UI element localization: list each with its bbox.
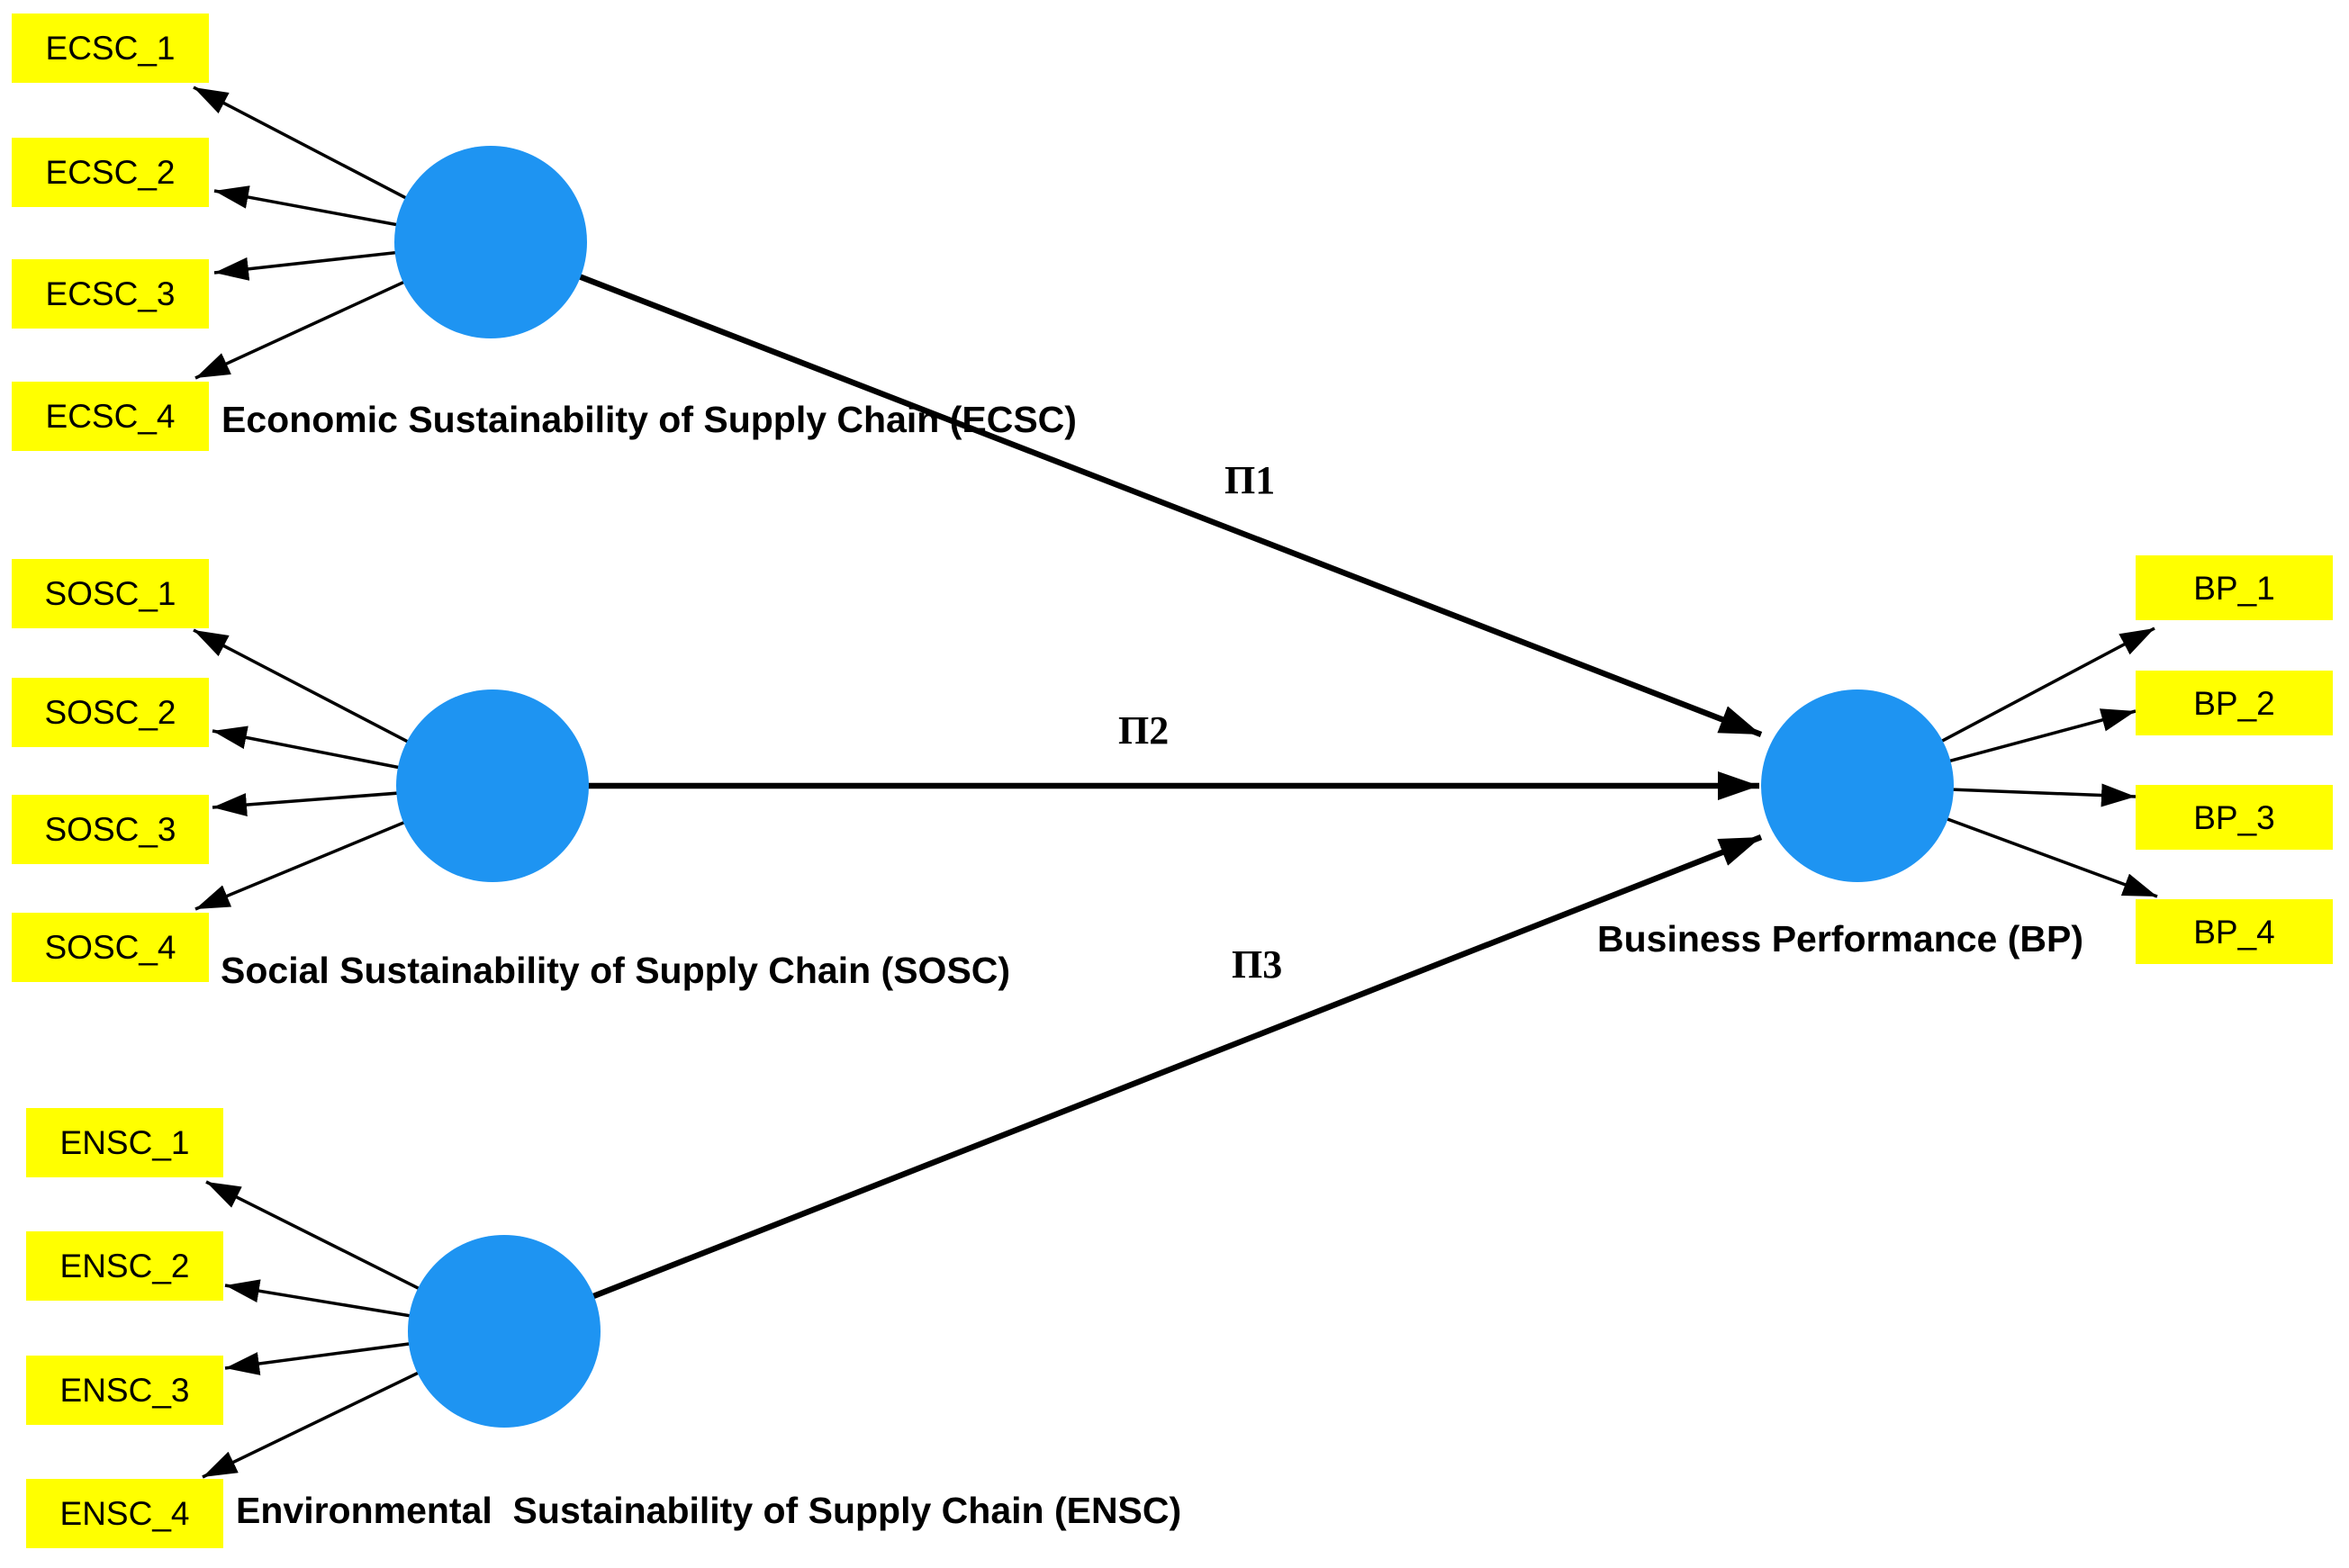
indicator-bp-4: BP_4 — [2136, 899, 2333, 964]
indicator-ensc-3: ENSC_3 — [26, 1356, 223, 1425]
indicator-sosc-3: SOSC_3 — [12, 795, 209, 864]
path-label-pi3: Π3 — [1232, 942, 1283, 987]
latent-sosc-circle — [396, 689, 589, 882]
construct-title-ensc: Environmental Sustainability of Supply C… — [236, 1490, 1182, 1531]
indicator-ecsc-2: ECSC_2 — [12, 138, 209, 207]
path-ecsc-to-bp — [489, 239, 1763, 738]
path-label-pi1: Π1 — [1224, 458, 1276, 502]
indicator-sosc-1: SOSC_1 — [12, 559, 209, 628]
indicator-ensc-4: ENSC_4 — [26, 1479, 223, 1548]
latent-ecsc-circle — [394, 146, 587, 338]
indicator-bp-1: BP_1 — [2136, 555, 2333, 620]
indicator-ecsc-3: ECSC_3 — [12, 259, 209, 329]
latent-ensc-circle — [408, 1235, 601, 1428]
indicator-ecsc-1: ECSC_1 — [12, 14, 209, 83]
indicator-ensc-1: ENSC_1 — [26, 1108, 223, 1177]
indicator-bp-2: BP_2 — [2136, 671, 2333, 735]
path-ensc-to-bp — [502, 834, 1763, 1335]
path-label-pi2: Π2 — [1118, 708, 1170, 752]
construct-title-bp: Business Performance (BP) — [1597, 918, 2084, 960]
indicator-sosc-2: SOSC_2 — [12, 678, 209, 747]
construct-title-ecsc: Economic Sustainability of Supply Chain … — [221, 399, 1077, 440]
indicator-sosc-4: SOSC_4 — [12, 913, 209, 982]
indicator-bp-3: BP_3 — [2136, 785, 2333, 850]
indicator-ensc-2: ENSC_2 — [26, 1231, 223, 1301]
construct-title-sosc: Social Sustainability of Supply Chain (S… — [221, 950, 1011, 991]
indicator-ecsc-4: ECSC_4 — [12, 382, 209, 451]
latent-bp-circle — [1761, 689, 1954, 882]
